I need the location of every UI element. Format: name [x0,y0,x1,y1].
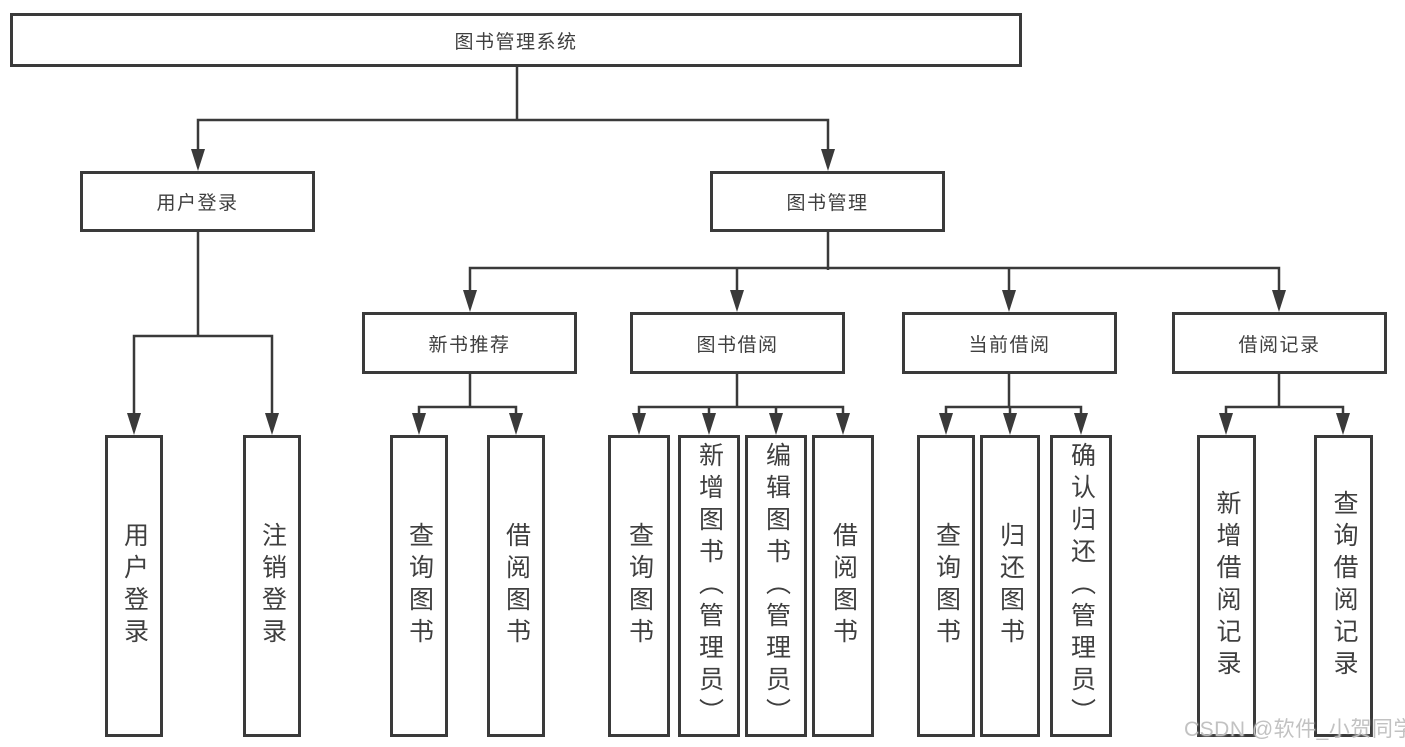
node-label: 新增图书（管理员） [695,442,724,730]
connector-book-mgmt-bar [468,266,1281,296]
node-label: 图书管理系统 [454,31,578,53]
leaf-user-login: 用户登录 [105,435,163,737]
leaf-borrow-books: 借阅图书 [812,435,874,737]
node-label: 新增借阅记录 [1213,490,1241,682]
leaf-query-borrow-record: 查询借阅记录 [1314,435,1373,737]
node-book-borrow: 图书借阅 [630,312,845,374]
node-label: 编辑图书（管理员） [762,442,791,730]
node-current-borrow: 当前借阅 [902,312,1117,374]
connector-user-login-bar [132,334,274,418]
connector-new-books-bar [417,405,518,420]
leaf-confirm-return-admin: 确认归还（管理员） [1050,435,1112,737]
leaf-add-books-admin: 新增图书（管理员） [678,435,740,737]
node-label: 当前借阅 [968,334,1051,356]
node-book-management: 图书管理 [710,171,945,232]
node-label: 借阅记录 [1238,334,1321,356]
node-label: 归还图书 [996,522,1025,650]
leaf-edit-books-admin: 编辑图书（管理员） [745,435,807,737]
node-new-book-recommend: 新书推荐 [362,312,577,374]
leaf-logout: 注销登录 [243,435,301,737]
node-label: 查询借阅记录 [1330,490,1358,682]
node-label: 查询图书 [625,522,654,650]
node-label: 注销登录 [258,522,287,650]
node-label: 用户登录 [120,522,149,650]
node-label: 用户登录 [156,193,239,214]
connector-root-bar [196,118,830,154]
connector-book-borrow-bar [637,405,845,420]
leaf-query-books-borrow: 查询图书 [608,435,670,737]
node-label: 图书借阅 [696,334,779,356]
node-label: 图书管理 [786,193,869,214]
node-label: 新书推荐 [428,334,511,356]
leaf-borrow-books-recommend: 借阅图书 [487,435,545,737]
leaf-query-books-current: 查询图书 [917,435,975,737]
node-user-login: 用户登录 [80,171,315,232]
csdn-watermark: CSDN @软件_小贺同学 [1184,718,1405,741]
node-label: 查询图书 [405,522,434,650]
node-label: 借阅图书 [829,522,858,650]
node-label: 借阅图书 [502,522,531,650]
node-library-management-system: 图书管理系统 [10,13,1022,67]
leaf-query-books-recommend: 查询图书 [390,435,448,737]
connector-records-bar [1224,405,1345,420]
node-label: 确认归还（管理员） [1067,442,1096,730]
leaf-add-borrow-record: 新增借阅记录 [1197,435,1256,737]
node-borrow-records: 借阅记录 [1172,312,1387,374]
node-label: 查询图书 [932,522,961,650]
arrowheads [127,149,1350,435]
leaf-return-books: 归还图书 [980,435,1040,737]
